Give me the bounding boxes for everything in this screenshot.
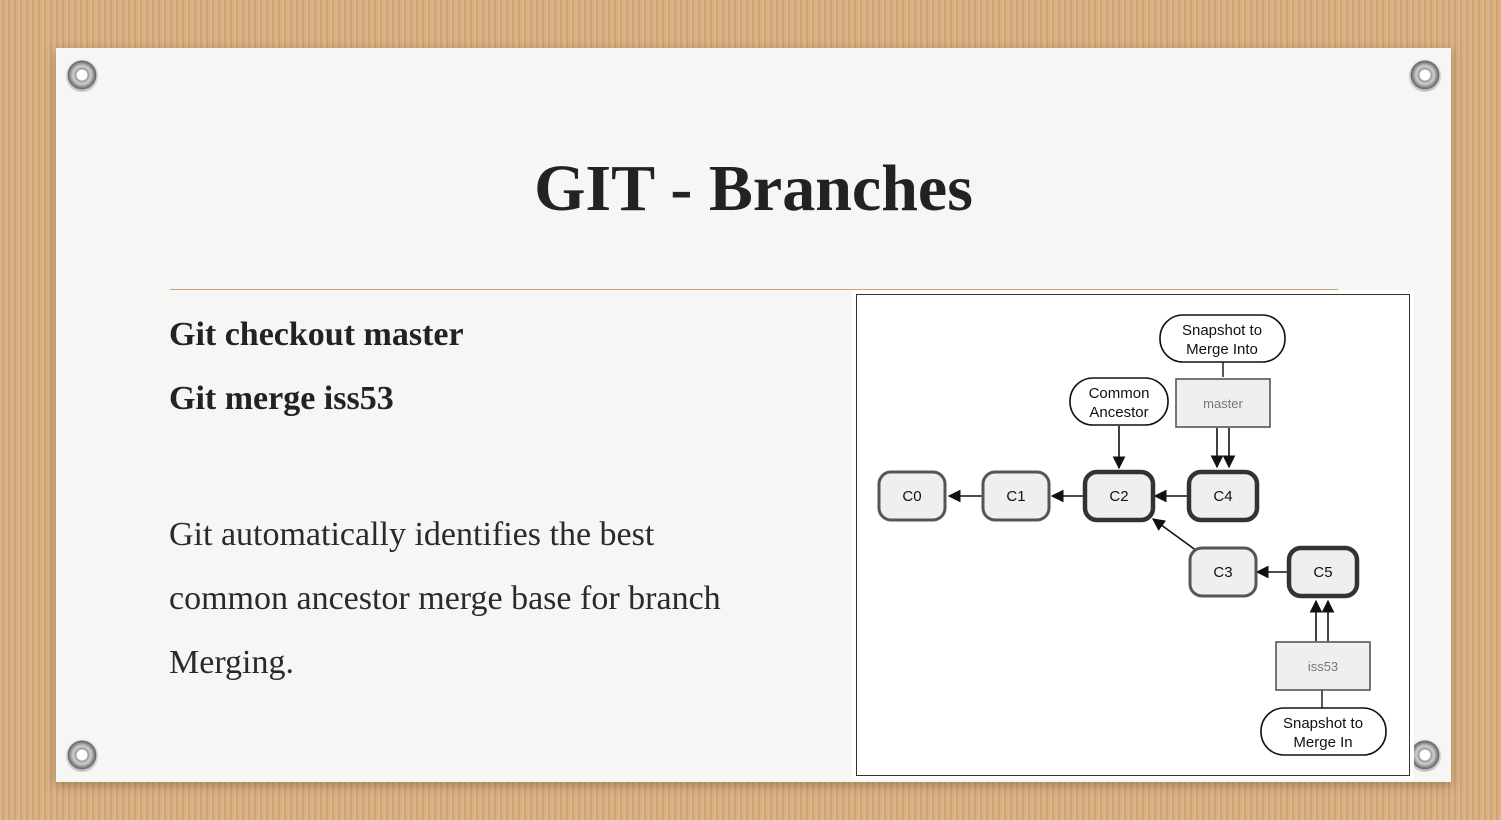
slide: GIT - Branches Git checkout master Git m… [56, 48, 1451, 782]
body-line: common ancestor merge base for branch [169, 580, 721, 617]
branch-master: master [1175, 378, 1271, 428]
commit-label: C5 [1313, 564, 1332, 581]
grommet-top-left-icon [67, 60, 97, 90]
commit-c5: C5 [1286, 545, 1360, 599]
merge-diagram-svg: C0 C1 C2 C4 C3 C5 [877, 314, 1387, 756]
title-divider [170, 289, 1338, 290]
commit-label: C2 [1109, 488, 1128, 505]
branch-label: iss53 [1308, 659, 1338, 674]
commit-c4: C4 [1186, 469, 1260, 523]
command-checkout: Git checkout master [169, 316, 464, 353]
callout-text: Merge Into [1186, 341, 1258, 358]
callout-text: Snapshot to [1283, 715, 1363, 732]
slide-title: GIT - Branches [534, 152, 973, 225]
merge-diagram: C0 C1 C2 C4 C3 C5 [856, 294, 1410, 776]
callout-merge-in: Snapshot to Merge In [1260, 707, 1387, 756]
callout-text: Common [1089, 385, 1150, 402]
callout-text: Merge In [1293, 734, 1352, 751]
grommet-bottom-left-icon [67, 740, 97, 770]
grommet-top-right-icon [1410, 60, 1440, 90]
commit-c0: C0 [877, 470, 947, 522]
callout-text: Snapshot to [1182, 322, 1262, 339]
commit-c3: C3 [1188, 546, 1258, 598]
grommet-bottom-right-icon [1410, 740, 1440, 770]
callout-text: Ancestor [1089, 404, 1148, 421]
branch-label: master [1203, 396, 1243, 411]
command-merge: Git merge iss53 [169, 380, 394, 417]
body-text: Git automatically identifies the best co… [169, 503, 809, 695]
arrow-c3-c2 [1151, 518, 1198, 552]
callout-merge-into: Snapshot to Merge Into [1159, 314, 1286, 363]
commit-label: C3 [1213, 564, 1232, 581]
body-line: Git automatically identifies the best [169, 516, 655, 553]
body-line: Merging. [169, 644, 294, 681]
branch-iss53: iss53 [1275, 641, 1371, 691]
commit-c2: C2 [1082, 469, 1156, 523]
commit-label: C1 [1006, 488, 1025, 505]
callout-common-ancestor: Common Ancestor [1069, 377, 1169, 426]
commit-label: C0 [902, 488, 921, 505]
commit-label: C4 [1213, 488, 1232, 505]
commit-c1: C1 [981, 470, 1051, 522]
